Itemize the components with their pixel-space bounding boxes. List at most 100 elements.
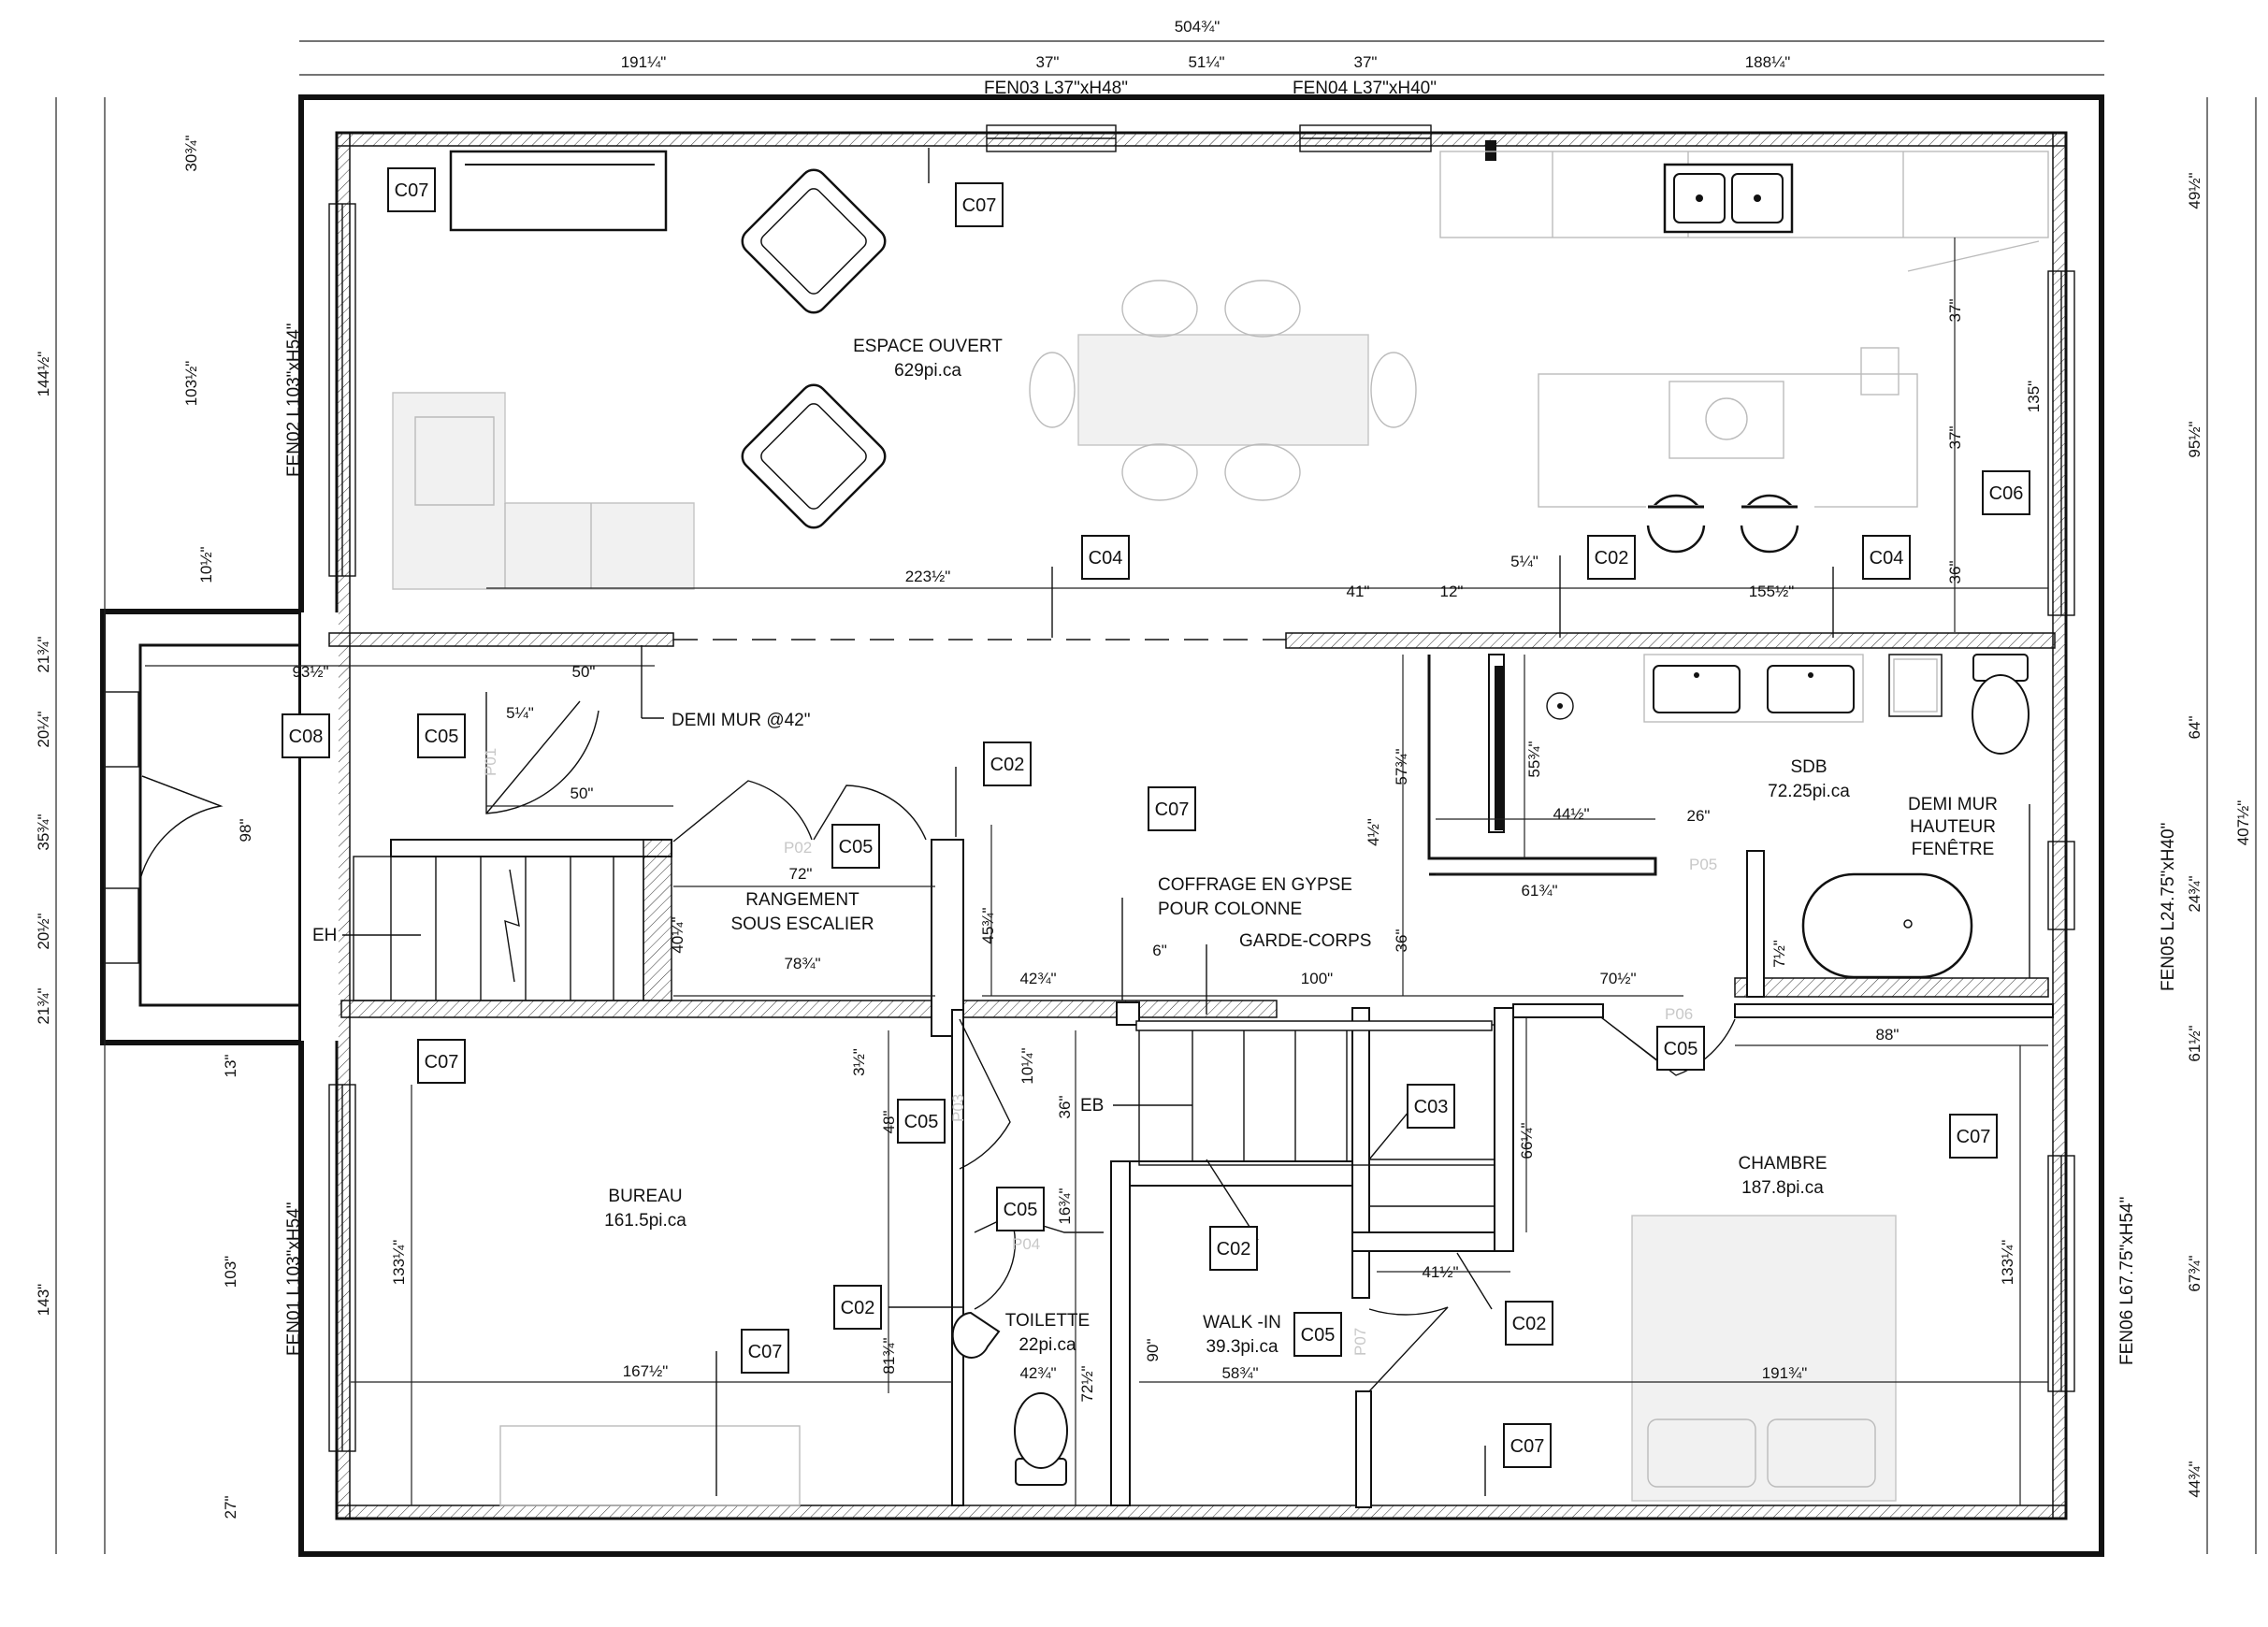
dim-entry-93: 93½" [292, 663, 328, 681]
dim-left-7: 13" [222, 1055, 239, 1078]
door-label-p07: P07 [1351, 1328, 1369, 1356]
dim-walkin-58: 58¾" [1221, 1364, 1258, 1382]
door-label-p03: P03 [949, 1094, 967, 1122]
window-label-fen02: FEN02 L103"xH54" [284, 323, 304, 477]
dim-right-7: 44¾" [2186, 1461, 2203, 1497]
dim-sdb-55: 55¾" [1525, 741, 1543, 777]
dim-toilette-42: 42¾" [1019, 1364, 1056, 1382]
dim-left-1c: 10½" [197, 546, 215, 583]
svg-text:C05: C05 [1301, 1325, 1336, 1346]
dimension-lines [55, 40, 2257, 1554]
dim-bureau-16: 16¾" [1056, 1188, 1074, 1224]
room-name-toilette: TOILETTE [1005, 1311, 1090, 1331]
svg-text:C07: C07 [748, 1342, 783, 1362]
dim-chambre-133: 133¼" [1999, 1240, 2016, 1286]
component-tags: C07 C07 C06 C04 C04 C02 C08 C05 C02 C07 … [282, 167, 2030, 1468]
dim-left-3: 20¼" [35, 711, 52, 747]
exterior-walls [100, 94, 2104, 1557]
dim-bureau-48: 48" [880, 1111, 898, 1134]
tag-c05-rangement: C05 [831, 824, 880, 869]
dim-entry-98: 98" [237, 819, 254, 842]
room-area-bureau: 161.5pi.ca [604, 1211, 686, 1231]
dim-left-9: 27" [222, 1496, 239, 1519]
room-area-espace-ouvert: 629pi.ca [894, 361, 961, 381]
door-label-p05: P05 [1689, 856, 1717, 873]
dim-h-41: 41" [1347, 583, 1370, 600]
dim-sdb-4h: 4½" [1365, 818, 1382, 846]
dim-h-12: 12" [1440, 583, 1464, 600]
dim-walkin-90: 90" [1144, 1339, 1162, 1362]
door-label-p04: P04 [1012, 1235, 1040, 1253]
dim-chambre-191: 191¾" [1762, 1364, 1808, 1382]
room-name-chambre: CHAMBRE [1738, 1154, 1827, 1173]
window-labels: FEN03 L37"xH48" FEN04 L37"xH40" FEN02 L1… [284, 79, 2178, 1365]
dim-h-5q: 5¼" [1510, 553, 1538, 570]
tag-c02-stair: C02 [983, 742, 1032, 786]
window-label-fen04: FEN04 L37"xH40" [1293, 79, 1437, 98]
room-name-walkin: WALK -IN [1203, 1313, 1281, 1332]
dim-sdb-7h: 7½" [1770, 940, 1788, 968]
dim-stair-66: 66¼" [1518, 1122, 1536, 1159]
svg-text:C02: C02 [841, 1298, 875, 1318]
tag-c07-chambre: C07 [1949, 1114, 1998, 1159]
dim-rangement-45: 45¾" [979, 907, 997, 943]
room-name-sdb: SDB [1790, 757, 1827, 777]
svg-text:C05: C05 [1664, 1039, 1698, 1059]
svg-text:C07: C07 [1155, 799, 1190, 820]
note-demi-mur-fenetre-1: DEMI MUR [1908, 795, 1998, 814]
dim-stair-41: 41½" [1422, 1263, 1458, 1281]
dim-rangement-78: 78¾" [784, 955, 820, 972]
room-area-chambre: 187.8pi.ca [1741, 1178, 1824, 1198]
tag-c04-right: C04 [1862, 535, 1911, 580]
dim-left-2: 21¾" [35, 636, 52, 672]
tag-c07-hall: C07 [1148, 786, 1196, 831]
dim-mid-70: 70½" [1599, 970, 1636, 987]
svg-text:C08: C08 [289, 727, 324, 747]
interior-walls [328, 632, 2056, 1508]
armchair-bottom [741, 383, 887, 529]
tag-c07-kitchen-left: C07 [387, 167, 436, 212]
note-garde-corps: GARDE-CORPS [1239, 931, 1371, 951]
dim-bureau-133: 133¼" [390, 1240, 408, 1286]
svg-text:C03: C03 [1414, 1097, 1449, 1117]
svg-text:C02: C02 [1595, 548, 1629, 569]
dim-right-1: 49½" [2186, 172, 2203, 209]
dim-mid-88: 88" [1876, 1026, 1900, 1044]
dim-bureau-3h: 3½" [850, 1048, 868, 1076]
dim-top-total: 504¾" [1175, 18, 1221, 36]
window-label-fen03: FEN03 L37"xH48" [984, 79, 1128, 98]
dim-left-6: 21¾" [35, 987, 52, 1024]
svg-text:C04: C04 [1089, 548, 1123, 569]
svg-text:C02: C02 [990, 755, 1025, 775]
note-demi-mur-42: DEMI MUR @42" [672, 711, 811, 730]
tag-c05-toilette: C05 [996, 1187, 1045, 1231]
dim-left-8: 103" [222, 1256, 239, 1288]
note-coffrage-line2: POUR COLONNE [1158, 900, 1302, 919]
dim-entry-50b: 50" [571, 785, 594, 802]
svg-text:C07: C07 [425, 1052, 459, 1073]
dim-sdb-36: 36" [1393, 929, 1410, 953]
tag-c02-chambre: C02 [1505, 1301, 1553, 1346]
stairs [353, 856, 1495, 1207]
dim-right-2: 95½" [2186, 421, 2203, 457]
tag-c02-top: C02 [1587, 535, 1636, 580]
dim-bureau-167: 167½" [623, 1362, 669, 1380]
dim-top-e: 188¼" [1745, 53, 1791, 71]
window-label-fen06: FEN06 L67.75"xH54" [2117, 1197, 2137, 1365]
dim-mid-6: 6" [1152, 942, 1167, 959]
dimension-labels: 504¾" 191¼" 37" 51¼" 37" 188¼" 144½" 30¾… [35, 18, 2252, 1519]
svg-text:C02: C02 [1512, 1314, 1547, 1334]
armchair-top [741, 168, 887, 314]
dim-bureau-10: 10¼" [1018, 1047, 1036, 1084]
tag-c06: C06 [1982, 470, 2030, 515]
room-name-bureau: BUREAU [608, 1187, 682, 1206]
dim-kitchen-135: 135" [2025, 381, 2043, 412]
dim-bureau-36: 36" [1056, 1096, 1074, 1119]
room-subname-rangement: SOUS ESCALIER [730, 914, 874, 934]
dim-sdb-44: 44½" [1553, 805, 1589, 823]
room-area-walkin: 39.3pi.ca [1206, 1337, 1278, 1357]
door-label-p02: P02 [784, 839, 812, 857]
dim-left-1b: 103½" [182, 361, 200, 407]
tag-c07-bureau-top: C07 [417, 1039, 466, 1084]
dim-mid-42: 42¾" [1019, 970, 1056, 987]
